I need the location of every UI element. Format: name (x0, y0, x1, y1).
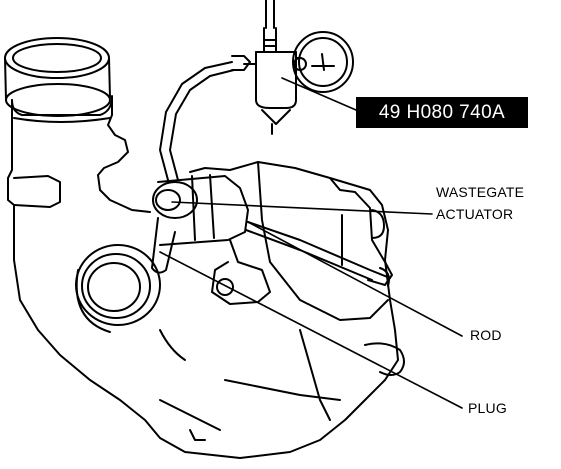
wastegate-label: WASTEGATE (436, 184, 525, 200)
turbine-housing-details (159, 161, 405, 441)
leader-tool (281, 77, 357, 111)
plug-label: PLUG (468, 400, 507, 416)
actuator-label: ACTUATOR (436, 206, 514, 222)
leader-lines (159, 77, 463, 409)
leader-plug (159, 251, 463, 409)
tool-number-label: 49 H080 740A (378, 102, 506, 123)
turbo-housing (7, 95, 399, 459)
leader-rod (247, 221, 463, 337)
leader-wastegate-actuator (171, 201, 433, 215)
exhaust-outlet (75, 244, 161, 333)
rod-label: ROD (470, 327, 502, 343)
pressure-gauge-tool (255, 0, 354, 135)
vacuum-hose (159, 55, 257, 181)
compressor-inlet (4, 37, 111, 117)
wastegate-actuator-body (151, 174, 391, 305)
tool-number-badge: 49 H080 740A (356, 97, 528, 128)
